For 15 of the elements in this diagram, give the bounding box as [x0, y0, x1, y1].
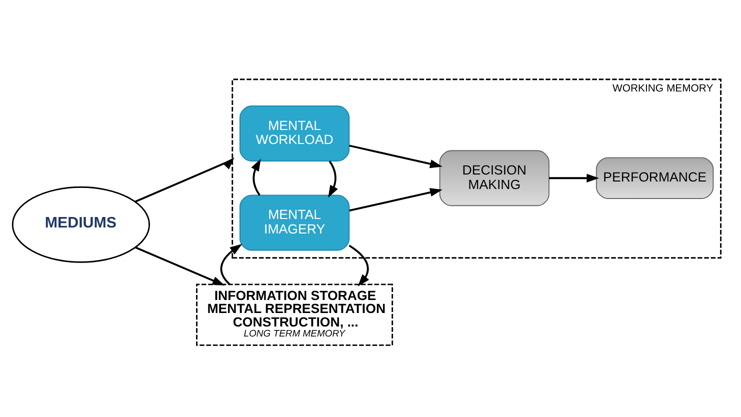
- node-box: DECISION MAKING: [439, 150, 550, 206]
- arrow: [348, 244, 370, 286]
- node-box: PERFORMANCE: [596, 157, 714, 199]
- arrow: [251, 158, 261, 196]
- arrow: [328, 160, 338, 198]
- node-box: INFORMATION STORAGE MENTAL REPRESENTATION CONSTRUCTION, ... LONG TERM MEMORY: [196, 284, 394, 346]
- arrow: [349, 144, 442, 168]
- node-box: MENTAL IMAGERY: [240, 194, 350, 251]
- arrow: [134, 157, 234, 203]
- arrow: [549, 174, 600, 182]
- node-ellipse: MEDIUMS: [12, 186, 150, 263]
- arrow: [220, 244, 242, 285]
- arrow: [349, 188, 442, 212]
- node-box: MENTAL WORKLOAD: [240, 106, 350, 162]
- arrow: [134, 246, 225, 286]
